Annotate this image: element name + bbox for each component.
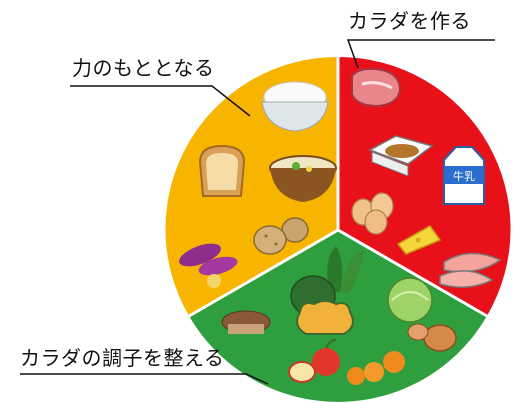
- milk-carton-icon: 牛乳: [443, 146, 485, 205]
- sweet-potato-icon: [179, 243, 238, 288]
- energy-group-label: 力のもととなる: [72, 56, 215, 80]
- meat-icon: [351, 67, 402, 108]
- natto-icon: [368, 135, 434, 177]
- onion-icon: [407, 323, 457, 352]
- spinach-icon: [327, 246, 364, 294]
- milk-carton-label: 牛乳: [453, 169, 475, 183]
- energy-leader-line: [70, 85, 251, 117]
- body-group-label: カラダを作る: [348, 9, 471, 33]
- cheese-icon: [396, 225, 442, 255]
- pumpkin-icon: [290, 275, 354, 335]
- bread-icon: [198, 144, 246, 197]
- soup-bowl-icon: [269, 155, 337, 202]
- cabbage-icon: [387, 277, 433, 323]
- potato-icon: [253, 217, 309, 255]
- condition-leader-line: [20, 373, 269, 385]
- label-leader-lines: [20, 39, 495, 385]
- fish-icon: [439, 252, 502, 288]
- apple-icon: [288, 339, 340, 383]
- eggs-icon: [351, 192, 394, 235]
- mushroom-icon: [221, 310, 271, 334]
- body-leader-line: [346, 39, 495, 69]
- slice-dividers: [188, 57, 488, 318]
- orange-icon: [347, 351, 405, 385]
- body-slice: [338, 56, 511, 316]
- condition-group-label: カラダの調子を整える: [20, 346, 225, 370]
- rice-bowl-icon: [260, 81, 330, 132]
